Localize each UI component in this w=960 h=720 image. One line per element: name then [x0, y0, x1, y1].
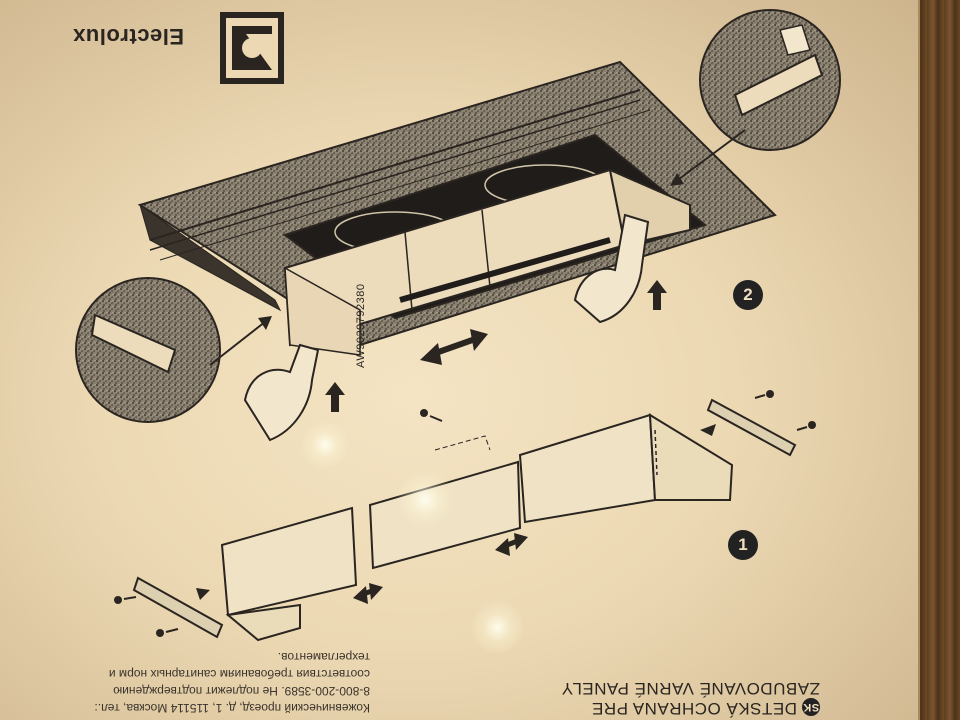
- glare-spot: [300, 420, 350, 470]
- arrow-up-icon: [325, 280, 667, 412]
- mounting-bracket: [132, 398, 797, 639]
- screw-icon: [114, 390, 816, 637]
- glare-spot: [470, 600, 525, 655]
- guard-panel-assembled: [283, 168, 691, 356]
- panel-parts-exploded: [220, 413, 734, 642]
- step-number-2: 2: [733, 280, 763, 310]
- electrolux-logo-icon: [220, 12, 284, 84]
- magnifier-detail-icon: [75, 9, 841, 423]
- double-arrow-icon: [353, 329, 528, 604]
- glare-spot: [395, 470, 455, 530]
- step-number-1: 1: [728, 530, 758, 560]
- hand-icon: [243, 213, 650, 442]
